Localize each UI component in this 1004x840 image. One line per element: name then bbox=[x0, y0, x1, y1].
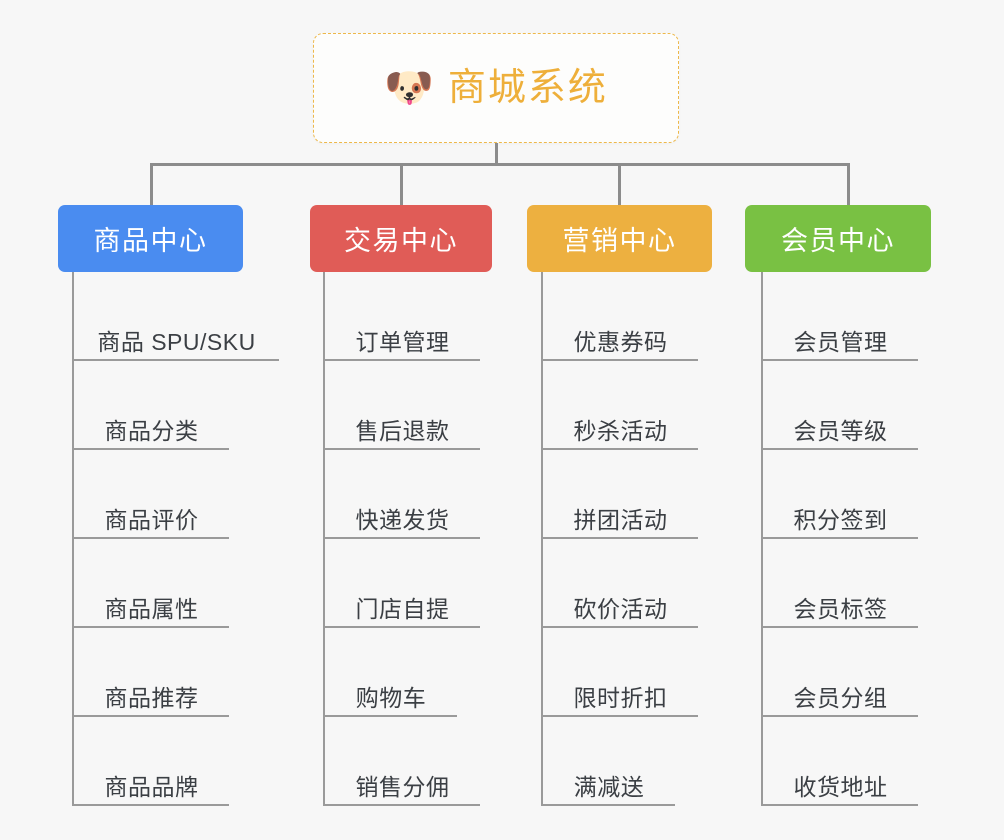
leaf-item[interactable]: 砍价活动 bbox=[543, 539, 698, 628]
leaf-item[interactable]: 会员等级 bbox=[763, 361, 918, 450]
leaf-item[interactable]: 收货地址 bbox=[763, 717, 918, 806]
leaf-item-label: 商品品牌 bbox=[104, 773, 199, 800]
category-box-member[interactable]: 会员中心 bbox=[745, 205, 931, 272]
leaf-item-label: 商品 SPU/SKU bbox=[97, 328, 256, 355]
leaf-item[interactable]: 商品分类 bbox=[74, 361, 229, 450]
leaf-item[interactable]: 商品属性 bbox=[74, 539, 229, 628]
leaf-item[interactable]: 销售分佣 bbox=[325, 717, 480, 806]
category-label: 会员中心 bbox=[781, 226, 895, 256]
leaf-item[interactable]: 商品 SPU/SKU bbox=[74, 272, 279, 361]
leaf-spine bbox=[761, 272, 763, 806]
root-title: 商城系统 bbox=[447, 67, 608, 109]
leaf-item-label: 商品分类 bbox=[104, 417, 199, 444]
leaf-item-label: 收货地址 bbox=[793, 773, 888, 800]
root-node[interactable]: 🐶 商城系统 bbox=[313, 33, 679, 143]
leaf-item[interactable]: 积分签到 bbox=[763, 450, 918, 539]
horizontal-bus-connector bbox=[150, 163, 850, 166]
branch-stem-connector-3 bbox=[618, 163, 621, 205]
leaf-item-label: 会员等级 bbox=[793, 417, 888, 444]
leaf-item-label: 售后退款 bbox=[355, 417, 450, 444]
leaf-item[interactable]: 商品评价 bbox=[74, 450, 229, 539]
branch-stem-connector-4 bbox=[847, 163, 850, 205]
category-label: 营销中心 bbox=[562, 226, 677, 256]
leaf-item-label: 商品推荐 bbox=[104, 684, 199, 711]
category-label: 交易中心 bbox=[344, 226, 458, 256]
leaf-item[interactable]: 限时折扣 bbox=[543, 628, 698, 717]
category-box-marketing[interactable]: 营销中心 bbox=[527, 205, 712, 272]
leaf-spine bbox=[323, 272, 325, 806]
leaf-item-label: 秒杀活动 bbox=[573, 417, 668, 444]
leaf-item-label: 销售分佣 bbox=[355, 773, 450, 800]
leaf-item-label: 会员标签 bbox=[793, 595, 888, 622]
category-label: 商品中心 bbox=[93, 226, 208, 256]
leaf-item[interactable]: 会员分组 bbox=[763, 628, 918, 717]
leaf-item-label: 商品属性 bbox=[104, 595, 199, 622]
leaf-item[interactable]: 购物车 bbox=[325, 628, 457, 717]
leaf-item[interactable]: 商品品牌 bbox=[74, 717, 229, 806]
leaf-item-label: 商品评价 bbox=[104, 506, 199, 533]
category-box-product[interactable]: 商品中心 bbox=[58, 205, 243, 272]
branch-stem-connector-1 bbox=[150, 163, 153, 205]
leaf-spine bbox=[541, 272, 543, 806]
leaf-spine bbox=[72, 272, 74, 806]
leaf-item[interactable]: 会员标签 bbox=[763, 539, 918, 628]
leaf-item[interactable]: 优惠券码 bbox=[543, 272, 698, 361]
leaf-item-label: 拼团活动 bbox=[573, 506, 668, 533]
leaf-item-label: 门店自提 bbox=[355, 595, 450, 622]
leaf-item[interactable]: 门店自提 bbox=[325, 539, 480, 628]
leaf-item[interactable]: 秒杀活动 bbox=[543, 361, 698, 450]
leaf-item-label: 满减送 bbox=[573, 773, 645, 800]
root-stem-connector bbox=[495, 143, 498, 165]
leaf-item-label: 积分签到 bbox=[793, 506, 888, 533]
leaf-item[interactable]: 快递发货 bbox=[325, 450, 480, 539]
leaf-item-label: 优惠券码 bbox=[573, 328, 668, 355]
leaf-item[interactable]: 满减送 bbox=[543, 717, 675, 806]
leaf-item[interactable]: 拼团活动 bbox=[543, 450, 698, 539]
leaf-item-label: 限时折扣 bbox=[573, 684, 668, 711]
leaf-item-label: 购物车 bbox=[355, 684, 427, 711]
category-box-trade[interactable]: 交易中心 bbox=[310, 205, 492, 272]
leaf-item-label: 会员管理 bbox=[793, 328, 888, 355]
leaf-item[interactable]: 会员管理 bbox=[763, 272, 918, 361]
leaf-item-label: 会员分组 bbox=[793, 684, 888, 711]
leaf-item[interactable]: 售后退款 bbox=[325, 361, 480, 450]
leaf-item-label: 砍价活动 bbox=[573, 595, 668, 622]
leaf-item-label: 快递发货 bbox=[355, 506, 450, 533]
branch-stem-connector-2 bbox=[400, 163, 403, 205]
leaf-item[interactable]: 商品推荐 bbox=[74, 628, 229, 717]
leaf-item-label: 订单管理 bbox=[355, 328, 450, 355]
dog-face-icon: 🐶 bbox=[384, 66, 434, 110]
leaf-item[interactable]: 订单管理 bbox=[325, 272, 480, 361]
